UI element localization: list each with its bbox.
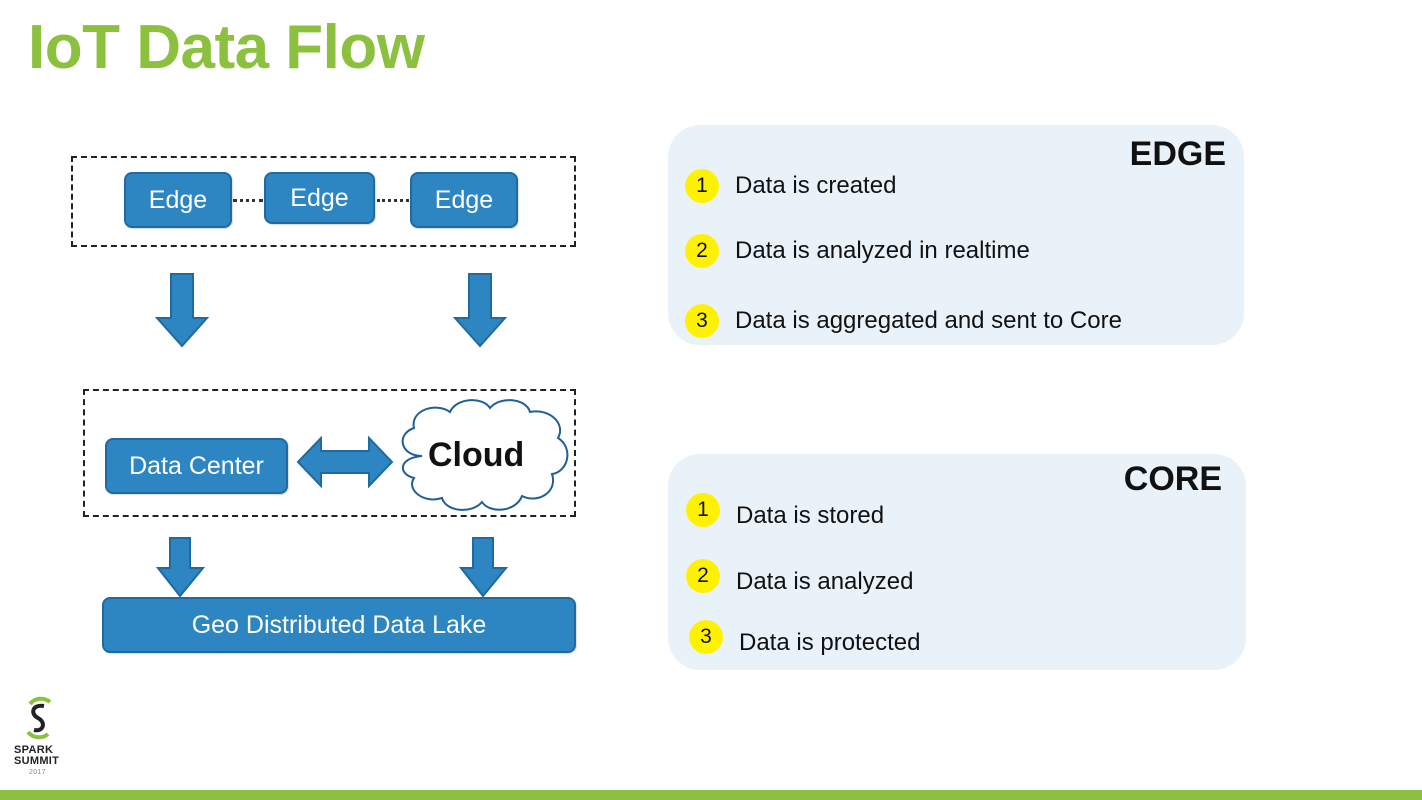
step-text: Data is aggregated and sent to Core [735,307,1122,334]
edge-node-label: Edge [434,185,494,214]
step-text: Data is created [735,172,897,199]
step-number-badge: 1 [686,493,720,527]
edge-panel-title: EDGE [1129,135,1226,173]
edge-connector-dots [233,199,263,202]
data-lake-node: Geo Distributed Data Lake [102,597,576,653]
down-arrow-icon [459,537,509,598]
step-number-badge: 3 [685,304,719,338]
edge-node-2: Edge [264,172,375,224]
step-text: Data is analyzed in realtime [735,237,1030,264]
core-panel: CORE 1 Data is stored 2 Data is analyzed… [668,454,1246,670]
cloud-icon [401,399,569,511]
edge-node-label: Edge [148,185,208,214]
core-step-1: 1 Data is stored [686,490,884,530]
bidirectional-arrow-icon [296,436,394,488]
step-text: Data is stored [736,502,885,529]
cloud-label: Cloud [428,436,525,474]
edge-step-2: 2 Data is analyzed in realtime [685,234,1030,268]
core-step-3: 3 Data is protected [689,617,920,657]
core-step-2: 2 Data is analyzed [686,556,913,596]
core-group-boundary [83,389,576,517]
edge-node-1: Edge [124,172,232,228]
spark-summit-logo-icon [26,696,52,740]
step-text: Data is analyzed [736,568,914,595]
edge-node-label: Edge [290,183,349,212]
slide-title: IoT Data Flow [28,13,425,82]
core-panel-title: CORE [1123,460,1222,498]
logo-text-year: 2017 [29,769,46,776]
step-number-badge: 1 [685,169,719,203]
data-center-label: Data Center [129,451,264,480]
edge-step-3: 3 Data is aggregated and sent to Core [685,304,1122,338]
edge-step-1: 1 Data is created [685,169,896,203]
data-lake-label: Geo Distributed Data Lake [191,610,487,639]
edge-group-boundary [71,156,576,247]
down-arrow-icon [453,273,508,348]
edge-node-3: Edge [410,172,518,228]
step-number-badge: 3 [689,620,723,654]
data-center-node: Data Center [105,438,288,494]
step-number-badge: 2 [685,234,719,268]
step-text: Data is protected [739,629,921,656]
logo-text-spark: SPARK [14,744,54,756]
down-arrow-icon [155,273,210,348]
footer-accent-bar [0,790,1422,800]
edge-connector-dots [377,199,409,202]
logo-text-summit: SUMMIT [14,755,60,767]
step-number-badge: 2 [686,559,720,593]
down-arrow-icon [156,537,206,598]
edge-panel: EDGE 1 Data is created 2 Data is analyze… [668,125,1244,345]
